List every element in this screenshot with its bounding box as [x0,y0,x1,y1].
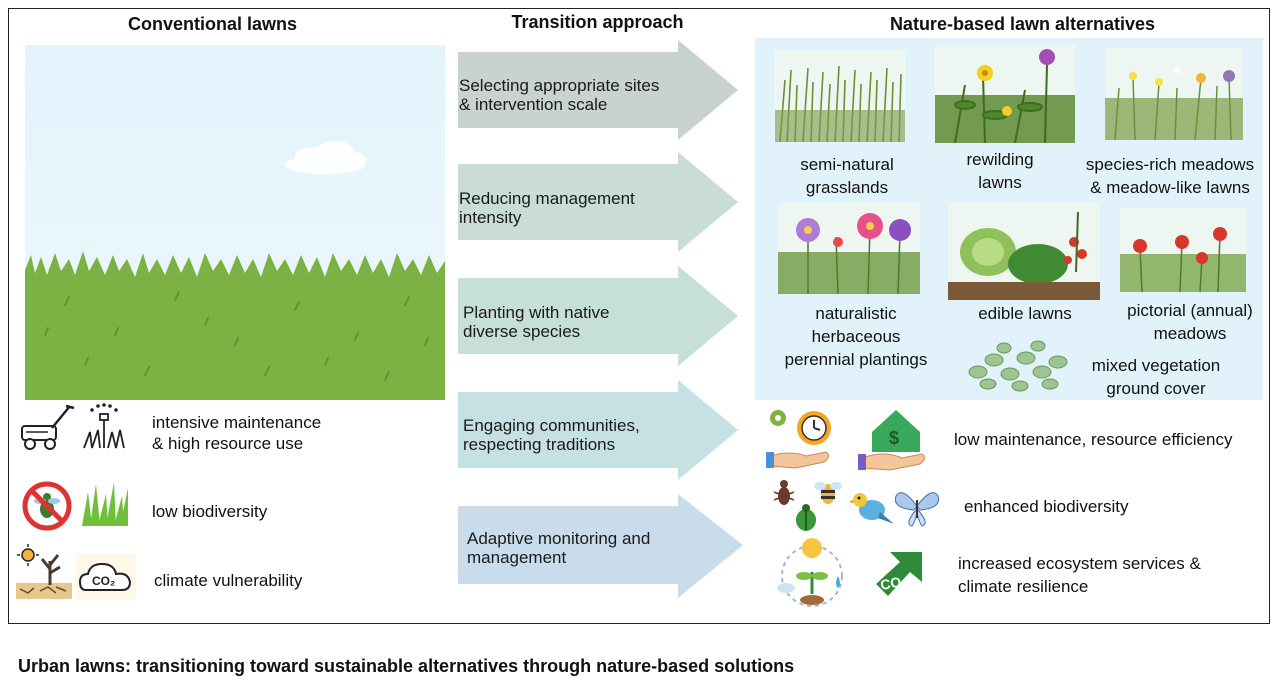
alt-rewilding-lawns: rewilding lawns [966,150,1034,192]
alt-semi-natural-grasslands: semi-natural grasslands [800,155,894,197]
ecosystem-cycle-icon [772,535,852,621]
step-3-label: Planting with native diverse species [463,303,610,341]
sprinkler-icon [78,402,130,457]
co2-cloud-icon: CO₂ [76,554,136,605]
insects-icon [770,478,850,539]
conventional-lawn-illustration [25,45,445,400]
grass-texture [44,291,429,381]
rewilding-image [935,45,1075,143]
figure-caption: Urban lawns: transitioning toward sustai… [18,656,795,676]
grassland-image [775,50,905,142]
bird-icon [849,486,894,537]
svg-text:$: $ [889,428,899,448]
benefit-ecosystem-services: increased ecosystem services & climate r… [958,554,1201,596]
arrow-2 [458,152,738,252]
alt-species-rich-meadows: species-rich meadows & meadow-like lawns [1085,155,1255,197]
meadow-image [1105,48,1243,140]
svg-text:CO₂: CO₂ [879,572,909,592]
perennial-plantings-image [778,202,920,294]
impact-maintenance: intensive maintenance & high resource us… [152,413,322,453]
benefit-low-maintenance: low maintenance, resource efficiency [954,430,1233,449]
pictorial-meadows-image [1120,208,1246,292]
grass-icon [80,480,130,533]
header-transition: Transition approach [511,12,684,32]
arrow-3 [458,266,738,366]
drought-tree-icon [16,543,72,604]
svg-text:CO₂: CO₂ [92,574,115,588]
cloud-icon [285,141,367,174]
step-5-label: Adaptive monitoring and management [467,529,651,567]
co2-arrow-icon: CO₂ [872,548,924,605]
alt-naturalistic-perennial-plantings: naturalistic herbaceous perennial planti… [784,304,928,369]
arrow-1 [458,40,738,140]
gear-clock-hand-icon [766,406,838,477]
arrow-5 [458,494,743,598]
butterfly-icon [894,488,940,533]
alt-edible-lawns: edible lawns [978,304,1072,323]
benefit-enhanced-biodiversity: enhanced biodiversity [964,497,1129,516]
house-money-hand-icon: $ [858,406,928,477]
step-1-label: Selecting appropriate sites & interventi… [459,76,660,114]
lawnmower-icon [18,402,78,457]
alt-mixed-vegetation-ground-cover: mixed vegetation ground cover [1091,356,1221,398]
edible-lawns-image [948,202,1100,300]
figure-frame [8,8,1270,624]
header-conventional: Conventional lawns [127,14,298,34]
transition-arrows [458,40,743,598]
grass-field [25,251,445,400]
header-nature: Nature-based lawn alternatives [889,14,1156,34]
step-2-label: Reducing management intensity [459,189,635,227]
ground-cover-image [968,340,1068,392]
impact-climate: climate vulnerability [154,571,303,590]
step-4-label: Engaging communities, respecting traditi… [463,416,640,454]
arrow-4 [458,380,738,480]
no-insects-icon [20,479,74,538]
lawn-scene [25,141,445,400]
alt-pictorial-meadows: pictorial (annual) meadows [1127,301,1253,343]
impact-biodiversity: low biodiversity [152,502,268,521]
